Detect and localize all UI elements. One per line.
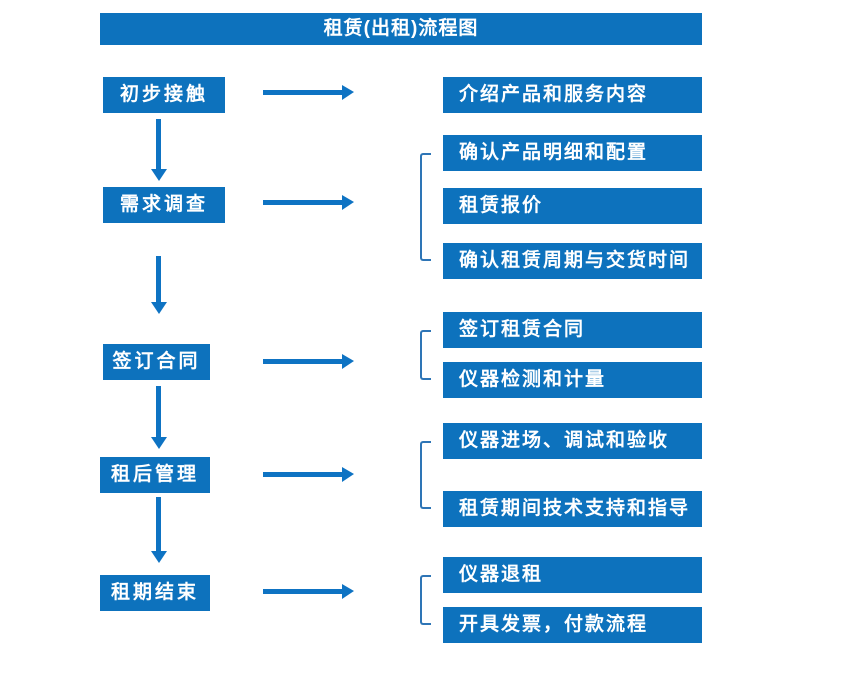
bracket-group-lease-end [420,575,431,625]
arrow-down-icon-2 [151,256,167,314]
output-box-rental-quote: 租赁报价 [443,188,702,224]
arrow-right-icon-2 [263,195,354,210]
arrow-right-icon-1 [263,85,354,100]
arrow-down-icon-3 [151,386,167,449]
output-box-sign-rental-contract: 签订租赁合同 [443,312,702,348]
stage-box-lease-end: 租期结束 [100,575,210,611]
arrow-right-icon-3 [263,354,354,369]
output-box-invoice-payment: 开具发票，付款流程 [443,607,702,643]
stage-box-post-rental-management: 租后管理 [100,457,210,493]
bracket-group-demand-survey [420,153,431,261]
arrow-down-icon-4 [151,497,167,563]
output-box-confirm-product-details: 确认产品明细和配置 [443,135,702,171]
bracket-group-sign-contract [420,330,431,380]
stage-box-initial-contact: 初步接触 [103,77,225,113]
stage-box-sign-contract: 签订合同 [103,344,210,380]
output-box-instrument-testing: 仪器检测和计量 [443,362,702,398]
output-box-introduce-products: 介绍产品和服务内容 [443,77,702,113]
output-box-instrument-return: 仪器退租 [443,557,702,593]
diagram-title-bar: 租赁(出租)流程图 [100,13,702,45]
bracket-group-post-rental [420,441,431,509]
arrow-right-icon-5 [263,584,354,599]
output-box-instrument-setup: 仪器进场、调试和验收 [443,423,702,459]
output-box-technical-support: 租赁期间技术支持和指导 [443,491,702,527]
arrow-down-icon-1 [151,119,167,181]
arrow-right-icon-4 [263,467,354,482]
diagram-title: 租赁(出租)流程图 [323,18,479,39]
output-box-confirm-rental-period: 确认租赁周期与交货时间 [443,243,702,279]
stage-box-demand-survey: 需求调查 [103,187,225,223]
